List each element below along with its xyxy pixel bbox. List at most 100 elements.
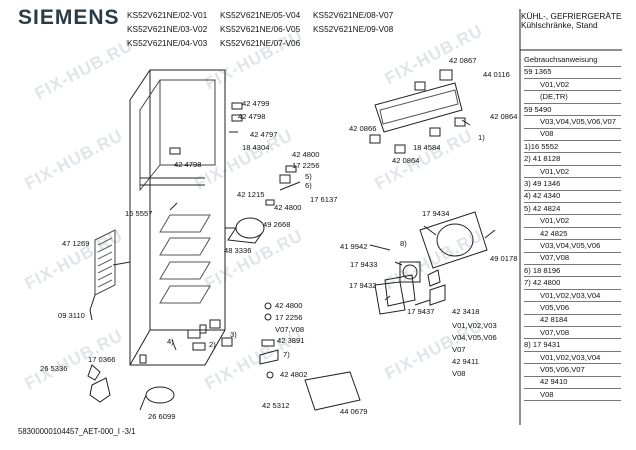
model-item: KS52V621NE/04-V03 xyxy=(127,38,208,48)
part-label: 16 5557 xyxy=(125,209,153,218)
parts-panel-row: V05,V06,V07 xyxy=(540,365,585,374)
brand-logo: SIEMENS xyxy=(18,6,120,29)
parts-panel-divider xyxy=(524,214,621,216)
parts-panel-divider xyxy=(524,189,621,191)
part-label: 18 4304 xyxy=(242,143,270,152)
hinge-cover xyxy=(304,371,361,411)
parts-panel-divider xyxy=(524,239,621,241)
part-label: 41 9942 xyxy=(340,242,368,251)
part-label: 48 3336 xyxy=(224,246,252,255)
shelf xyxy=(159,237,211,256)
parts-panel-row: 3) 49 1346 xyxy=(524,179,561,188)
condenser xyxy=(94,229,116,296)
parts-panel-divider xyxy=(524,152,621,154)
light-housing xyxy=(419,211,488,269)
parts-panel-divider xyxy=(524,288,621,290)
parts-panel-divider xyxy=(524,164,621,166)
parts-panel-row: V07,V08 xyxy=(540,327,570,337)
parts-panel-row: 42 4825 xyxy=(540,228,568,238)
parts-panel-row: 2) 41 8128 xyxy=(524,154,561,164)
parts-panel-row: V03,V04,V05,V06 xyxy=(540,241,601,250)
part-label: 42 3418 xyxy=(452,307,480,316)
part-label: 42 0864 xyxy=(392,156,420,165)
model-item: KS52V621NE/02-V01 xyxy=(127,10,208,20)
model-item: KS52V621NE/08-V07 xyxy=(313,10,394,20)
part-label: 42 1215 xyxy=(237,190,265,199)
part-label: 7) xyxy=(283,350,290,359)
parts-panel-divider xyxy=(524,90,621,92)
part-label: 17 9432 xyxy=(349,281,377,290)
parts-panel-row: 59 5490 xyxy=(524,104,552,114)
part-label: 2) xyxy=(209,340,216,349)
parts-panel-row: V01,V02,V03,V04 xyxy=(540,352,601,362)
part-label: V08 xyxy=(452,369,466,378)
part-label: 26 6099 xyxy=(148,412,176,421)
parts-panel-row: V01,V02 xyxy=(540,79,570,89)
parts-panel-divider xyxy=(524,363,621,365)
part-label: 1) xyxy=(478,133,485,142)
part-label: 17 0366 xyxy=(88,355,116,364)
parts-panel-row: 6) 18 8196 xyxy=(524,265,561,275)
category-subtitle: Kühlschränke, Stand xyxy=(521,20,598,30)
parts-panel-row: 42 9410 xyxy=(540,377,568,387)
part-label: 44 0679 xyxy=(340,407,368,416)
parts-panel-divider xyxy=(524,325,621,327)
parts-panel-divider xyxy=(524,177,621,179)
category-title: KÜHL-, GEFRIERGERÄTE xyxy=(521,11,622,21)
part-label: V07 xyxy=(452,345,466,354)
part-label: 17 2256 xyxy=(275,313,303,322)
bracket xyxy=(231,102,243,110)
thermostat xyxy=(399,261,421,283)
parts-panel-row: 5) 42 4824 xyxy=(524,203,561,213)
freezer-compartment xyxy=(159,79,216,166)
parts-panel-row: 59 1365 xyxy=(524,67,552,77)
part-label: 42 5312 xyxy=(262,401,290,410)
part-label: 09 3110 xyxy=(58,311,85,320)
handle-bar xyxy=(374,82,463,133)
part-label: 42 3891 xyxy=(277,336,305,345)
parts-panel-divider xyxy=(524,127,621,129)
part-label: 17 9434 xyxy=(422,209,450,218)
part-label: V01,V02,V03 xyxy=(452,321,497,330)
parts-panel-row: V08 xyxy=(540,129,554,139)
shelf xyxy=(159,261,211,280)
parts-panel-divider xyxy=(524,139,621,141)
part-label: 42 4797 xyxy=(250,130,278,139)
parts-panel-divider xyxy=(524,313,621,315)
parts-panel-divider xyxy=(524,251,621,253)
model-item: KS52V621NE/09-V08 xyxy=(313,24,394,34)
part-label: 42 0864 xyxy=(490,112,518,121)
document-id: 58300000104457_AET-000_I -3/1 xyxy=(18,427,136,436)
parts-panel-divider xyxy=(524,102,621,104)
parts-panel-row: Gebrauchsanweisung xyxy=(524,55,598,64)
part-label: 3) xyxy=(230,330,237,339)
parts-panel-row: V01,V02 xyxy=(540,216,570,226)
parts-panel-divider xyxy=(524,387,621,389)
parts-panel-row: V08 xyxy=(540,389,554,399)
part-label: 26 5336 xyxy=(40,364,68,373)
part-label: 42 4800 xyxy=(274,203,302,212)
parts-panel-divider xyxy=(524,65,621,67)
parts-panel-row: 42 8184 xyxy=(540,315,568,325)
shelf xyxy=(159,214,211,233)
shelf xyxy=(159,285,211,304)
part-label: 42 9411 xyxy=(452,357,479,366)
part-label: V07,V08 xyxy=(275,325,305,334)
parts-panel-row: V05,V06 xyxy=(540,303,570,312)
part-label: 5) xyxy=(305,172,312,181)
parts-panel-row: 8) 17 9431 xyxy=(524,340,561,350)
parts-panel-row: V07,V08 xyxy=(540,253,570,263)
parts-panel-row: V03,V04,V05,V06,V07 xyxy=(540,117,616,126)
parts-panel-divider xyxy=(524,115,621,117)
parts-panel-row: V01,V02 xyxy=(540,166,570,176)
cable-coil xyxy=(145,386,175,404)
parts-panel-divider xyxy=(524,338,621,340)
parts-panel-divider xyxy=(524,301,621,303)
model-item: KS52V621NE/06-V05 xyxy=(220,24,301,34)
parts-panel-row: 1)16 5552 xyxy=(524,141,559,151)
part-label: 42 0867 xyxy=(449,56,477,65)
light-cover xyxy=(374,281,406,315)
part-label: 49 2668 xyxy=(263,220,291,229)
part-label: 42 4800 xyxy=(292,150,320,159)
fan-motor xyxy=(235,217,265,239)
